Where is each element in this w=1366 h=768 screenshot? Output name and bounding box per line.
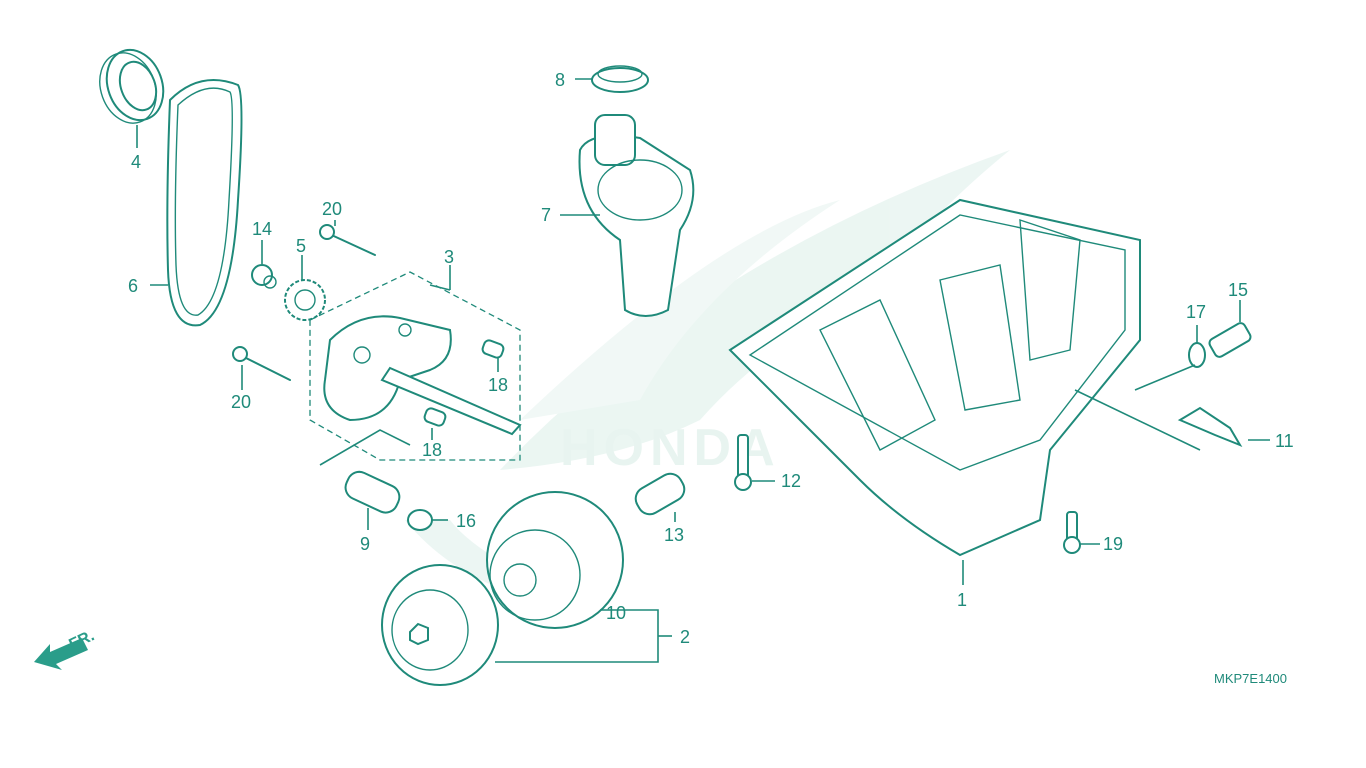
part-number-labels: 4 6 14 5 20 20 3 18 18 9 16 8 7 13 10 2 … — [128, 70, 1294, 647]
part-7-oil-strainer — [560, 114, 695, 317]
part-4-drive-sprocket — [99, 48, 165, 148]
part-12-bolt — [734, 434, 775, 491]
label-13: 13 — [664, 525, 684, 545]
label-14: 14 — [252, 219, 272, 239]
part-16-o-ring — [407, 509, 448, 531]
label-16: 16 — [456, 511, 476, 531]
label-18-lower: 18 — [422, 440, 442, 460]
label-9: 9 — [360, 534, 370, 554]
part-13-filter-bolt — [634, 472, 686, 522]
part-3-oil-pump — [309, 265, 522, 461]
part-14-bolt — [251, 240, 277, 289]
label-6: 6 — [128, 276, 138, 296]
label-12: 12 — [781, 471, 801, 491]
part-15-drain-bolt — [1208, 300, 1252, 358]
label-7: 7 — [541, 205, 551, 225]
diagram-code: MKP7E1400 — [1214, 671, 1287, 686]
label-17: 17 — [1186, 302, 1206, 322]
part-8-seal — [575, 65, 649, 93]
label-1: 1 — [957, 590, 967, 610]
label-8: 8 — [555, 70, 565, 90]
part-5-pump-sprocket — [284, 255, 326, 321]
part-19-bolt — [1063, 511, 1100, 554]
front-label: FR. — [67, 627, 98, 653]
label-5: 5 — [296, 236, 306, 256]
part-17-washer — [1188, 325, 1206, 368]
front-direction-arrow: FR. — [34, 627, 97, 670]
part-9-relief-valve — [319, 429, 411, 530]
label-19: 19 — [1103, 534, 1123, 554]
label-18-upper: 18 — [488, 375, 508, 395]
label-4: 4 — [131, 152, 141, 172]
part-20-bolt-lower — [232, 346, 291, 390]
label-11: 11 — [1275, 431, 1294, 451]
part-10-oil-filter-rear — [486, 491, 624, 629]
label-20-lower: 20 — [231, 392, 251, 412]
part-11-clip — [1074, 389, 1270, 451]
part-10-oil-filter-front — [381, 564, 499, 686]
label-20-upper: 20 — [322, 199, 342, 219]
part-20-bolt-upper — [319, 220, 376, 256]
label-10: 10 — [606, 603, 626, 623]
label-15: 15 — [1228, 280, 1248, 300]
part-18-dowel-lower — [423, 407, 447, 440]
label-2: 2 — [680, 627, 690, 647]
label-3: 3 — [444, 247, 454, 267]
part-6-oil-pump-chain — [150, 79, 243, 327]
part-1-oil-pan — [728, 198, 1141, 585]
part-18-dowel-upper — [481, 339, 505, 372]
